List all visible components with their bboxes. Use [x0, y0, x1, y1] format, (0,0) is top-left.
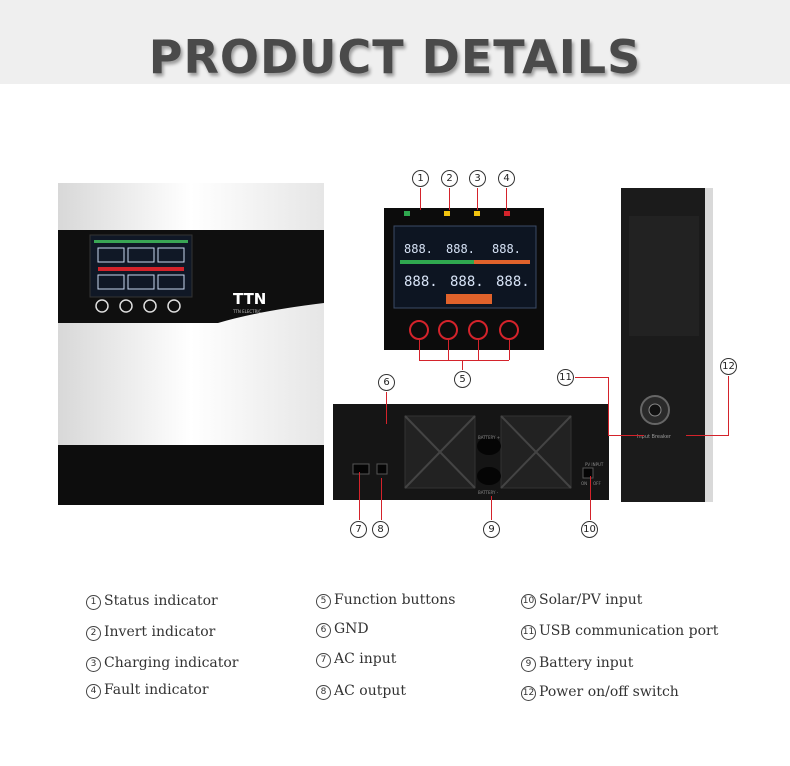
leader-11-h2 [608, 435, 644, 436]
legend-num: 3 [86, 657, 101, 672]
leader-12-h [686, 435, 729, 436]
legend-num: 7 [316, 653, 331, 668]
switch-off-label: OFF [593, 481, 601, 486]
legend-num: 6 [316, 623, 331, 638]
legend-text: Charging indicator [104, 655, 239, 671]
legend-num: 12 [521, 686, 536, 701]
callout-10: 10 [581, 521, 598, 538]
leader-5-bar [419, 360, 509, 361]
legend-text: Invert indicator [104, 624, 216, 640]
legend-num: 9 [521, 657, 536, 672]
brand-sub: TTN ELECTRIC [232, 309, 262, 314]
callout-1: 1 [412, 170, 429, 187]
legend-num: 8 [316, 685, 331, 700]
svg-text:888.: 888. [404, 274, 438, 290]
legend-num: 1 [86, 595, 101, 610]
svg-text:888.: 888. [450, 274, 484, 290]
display-panel-image: 888. 888. 888. 888. 888. 888. [384, 208, 544, 350]
callout-11: 11 [557, 369, 574, 386]
callout-3: 3 [469, 170, 486, 187]
legend-text: AC input [334, 651, 397, 667]
legend-text: USB communication port [539, 623, 719, 639]
leader-12-v [728, 376, 729, 436]
svg-text:888.: 888. [404, 242, 433, 256]
inverter-bottom-image: BATTERY + BATTERY - PV INPUT ON OFF [333, 404, 609, 500]
legend-text: Solar/PV input [539, 592, 643, 608]
legend-text: Battery input [539, 655, 634, 671]
legend-text: AC output [334, 683, 406, 699]
header-band [0, 0, 790, 84]
leader-1 [420, 188, 421, 210]
callout-9: 9 [483, 521, 500, 538]
legend-num: 2 [86, 626, 101, 641]
battery-neg-label: BATTERY - [478, 490, 499, 495]
legend-text: Status indicator [104, 593, 218, 609]
inverter-front-image: TTN TTN ELECTRIC [58, 183, 324, 505]
legend-text: Function buttons [334, 592, 456, 608]
leader-8 [381, 478, 382, 520]
leader-7 [359, 472, 360, 520]
callout-12: 12 [720, 358, 737, 375]
battery-pos-label: BATTERY + [478, 435, 500, 440]
legend-text: Fault indicator [104, 682, 209, 698]
legend-num: 11 [521, 625, 536, 640]
leader-11-v [608, 377, 609, 435]
leader-5-stem [462, 360, 463, 370]
legend-text: GND [334, 621, 369, 637]
brand-logo: TTN [233, 290, 266, 308]
svg-text:888.: 888. [496, 274, 530, 290]
legend-text: Power on/off switch [539, 684, 679, 700]
callout-8: 8 [372, 521, 389, 538]
legend-num: 5 [316, 594, 331, 609]
leader-10 [590, 476, 591, 520]
callout-4: 4 [498, 170, 515, 187]
leader-11-h [575, 377, 608, 378]
leader-9 [491, 496, 492, 520]
callout-6: 6 [378, 374, 395, 391]
svg-text:888.: 888. [492, 242, 521, 256]
legend-num: 4 [86, 684, 101, 699]
leader-5-a [419, 340, 420, 360]
svg-text:888.: 888. [446, 242, 475, 256]
leader-3 [477, 188, 478, 210]
callout-2: 2 [441, 170, 458, 187]
leader-5-c [478, 340, 479, 360]
leader-5-b [448, 340, 449, 360]
pv-input-label: PV INPUT [585, 462, 604, 467]
callout-7: 7 [350, 521, 367, 538]
leader-2 [449, 188, 450, 210]
inverter-side-image: Input Breaker [621, 188, 713, 502]
leader-5-d [509, 340, 510, 360]
switch-on-label: ON [581, 481, 587, 486]
input-breaker-label: Input Breaker [637, 434, 672, 440]
leader-4 [506, 188, 507, 210]
page-title: PRODUCT DETAILS [148, 30, 642, 84]
legend-num: 10 [521, 594, 536, 609]
leader-6 [386, 392, 387, 424]
callout-5: 5 [454, 371, 471, 388]
